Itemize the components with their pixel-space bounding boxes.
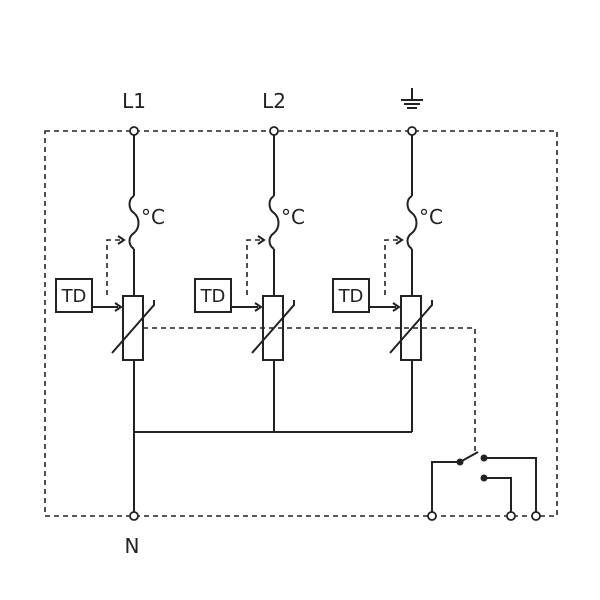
channel-l1: °C TD	[55, 131, 165, 432]
switch-contact-icon	[431, 451, 537, 516]
terminal-label-n: N	[125, 534, 140, 558]
td-label: TD	[338, 286, 364, 307]
td-box	[194, 278, 232, 313]
terminal-node-remote-no	[531, 511, 541, 521]
thermal-label: °C	[419, 205, 443, 229]
terminal-node-remote-common	[427, 511, 437, 521]
remote-signal-link	[143, 327, 476, 452]
thermal-label: °C	[281, 205, 305, 229]
td-box	[332, 278, 370, 313]
thermal-fuse-icon	[268, 195, 280, 250]
terminal-node-l1	[129, 126, 139, 136]
terminal-label-l1: L1	[122, 89, 146, 113]
thermal-fuse-icon	[128, 195, 140, 250]
device-enclosure	[44, 130, 558, 517]
thermal-fuse-icon	[406, 195, 418, 250]
td-box	[55, 278, 93, 313]
terminal-node-l2	[269, 126, 279, 136]
terminal-label-l2: L2	[262, 89, 286, 113]
td-label: TD	[200, 286, 226, 307]
channel-earth: °C TD	[332, 131, 443, 432]
terminal-node-remote-nc	[506, 511, 516, 521]
channel-l2: °C TD	[194, 131, 305, 432]
terminal-node-earth	[407, 126, 417, 136]
thermal-label: °C	[141, 205, 165, 229]
td-label: TD	[61, 286, 87, 307]
earth-ground-icon	[401, 88, 423, 109]
terminal-node-n	[129, 511, 139, 521]
